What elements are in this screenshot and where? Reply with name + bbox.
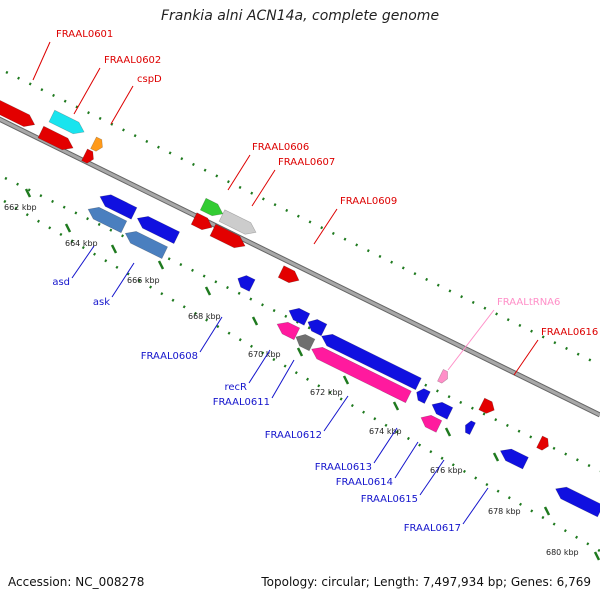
gene-fraal0614[interactable]: [420, 414, 443, 433]
gene-fraal0609[interactable]: [277, 265, 300, 284]
gene-label-fraal0601[interactable]: FRAAL0601: [56, 29, 113, 40]
scale-major-tick: [492, 452, 500, 462]
scale-major-tick: [24, 188, 32, 198]
scale-major-tick: [110, 244, 118, 254]
scale-label: 680 kbp: [546, 548, 579, 557]
gene-label-fraal0614[interactable]: FRAAL0614: [336, 477, 393, 488]
gene-fraal0601-b[interactable]: [37, 125, 74, 151]
scale-label: 672 kbp: [310, 388, 343, 397]
leader-line-fraal0615: [419, 459, 445, 496]
scale-label: 668 kbp: [188, 312, 221, 321]
gene-asd[interactable]: [87, 206, 128, 234]
gene-label-fraaltrna6[interactable]: FRAALtRNA6: [497, 297, 560, 308]
gene-label-cspd[interactable]: cspD: [137, 74, 162, 85]
leader-line-recr: [248, 349, 271, 384]
gene-label-fraal0615[interactable]: FRAAL0615: [361, 494, 418, 505]
gene-fraal0613[interactable]: [321, 333, 422, 391]
scale-major-tick: [593, 551, 600, 561]
leader-line-cspd: [110, 85, 134, 125]
gene-label-fraal0607[interactable]: FRAAL0607: [278, 157, 335, 168]
gene-cspd-b[interactable]: [81, 148, 94, 164]
map-title: Frankia alni ACN14a, complete genome: [160, 8, 440, 24]
leader-line-fraal0609: [313, 208, 338, 245]
scale-major-tick: [342, 375, 350, 385]
scale-major-tick: [64, 223, 72, 233]
scale-label: 676 kbp: [430, 466, 463, 475]
leader-line-asd: [71, 245, 95, 279]
scale-label: 678 kbp: [488, 507, 521, 516]
gene-label-ask[interactable]: ask: [93, 297, 110, 308]
leader-line-fraal0616: [513, 339, 539, 376]
leader-line-fraal0601: [32, 41, 51, 81]
leader-line-fraal0608: [199, 316, 223, 353]
gene-label-fraal0608[interactable]: FRAAL0608: [141, 351, 198, 362]
gene-fraal0607-b[interactable]: [209, 223, 246, 249]
gene-fraaltrna6[interactable]: [437, 368, 448, 384]
gene-cspd[interactable]: [90, 136, 103, 152]
scale-label: 674 kbp: [369, 427, 402, 436]
gene-fraal0616-b[interactable]: [536, 435, 549, 451]
gene-label-fraal0611[interactable]: FRAAL0611: [213, 397, 270, 408]
scale-major-tick: [392, 401, 400, 411]
leader-line-ask: [111, 262, 135, 298]
kbp-scale-track: [3, 199, 600, 553]
gene-recr[interactable]: [276, 321, 301, 341]
scale-major-tick: [543, 506, 551, 516]
gene-label-fraal0606[interactable]: FRAAL0606: [252, 142, 309, 153]
scale-major-tick: [157, 260, 165, 270]
scale-major-tick: [296, 347, 304, 357]
leader-line-fraal0617: [462, 487, 489, 525]
gene-label-fraal0613[interactable]: FRAAL0613: [315, 462, 372, 473]
gene-fraal0616[interactable]: [478, 397, 495, 414]
gene-recr-b[interactable]: [307, 319, 328, 337]
gene-fraal0614-b[interactable]: [416, 388, 431, 404]
leader-line-fraal0602: [73, 67, 101, 115]
leader-line-fraal0612: [323, 395, 349, 432]
gene-fraal0612[interactable]: [311, 346, 412, 404]
gene-fraal0611[interactable]: [295, 334, 316, 352]
gene-label-fraal0612[interactable]: FRAAL0612: [265, 430, 322, 441]
scale-major-tick: [251, 316, 259, 326]
gene-fraal0617[interactable]: [499, 448, 529, 470]
gene-fraal0615-b[interactable]: [465, 420, 476, 436]
gene-recr-a[interactable]: [288, 307, 311, 326]
gene-fraal0615[interactable]: [431, 401, 454, 420]
gene-fraal0601[interactable]: [0, 99, 36, 127]
gene-label-fraal0602[interactable]: FRAAL0602: [104, 55, 161, 66]
gene-label-asd[interactable]: asd: [52, 277, 70, 288]
leader-line-fraal0607: [251, 169, 276, 207]
backbone-line: [0, 116, 600, 418]
gene-fraal0606[interactable]: [199, 197, 224, 217]
gene-label-fraal0609[interactable]: FRAAL0609: [340, 196, 397, 207]
leader-line-fraaltrna6: [447, 309, 495, 371]
gene-label-recr[interactable]: recR: [225, 382, 248, 393]
gene-fraal0617-b[interactable]: [555, 486, 600, 518]
scale-label: 662 kbp: [4, 203, 37, 212]
leader-line-fraal0606: [227, 154, 251, 191]
gene-fraal0607[interactable]: [218, 209, 257, 235]
gene-fraal0608[interactable]: [237, 275, 256, 292]
gene-label-fraal0617[interactable]: FRAAL0617: [404, 523, 461, 534]
scale-label: 670 kbp: [248, 350, 281, 359]
gene-label-fraal0616[interactable]: FRAAL0616: [541, 327, 598, 338]
leader-line-fraal0613: [373, 427, 398, 464]
scale-major-tick: [204, 286, 212, 296]
scale-label: 666 kbp: [127, 276, 160, 285]
gene-ask[interactable]: [124, 231, 169, 260]
leader-line-fraal0614: [394, 441, 419, 479]
topology-text: Topology: circular; Length: 7,497,934 bp…: [261, 575, 591, 589]
scale-major-tick: [444, 427, 452, 437]
gene-fraal0608-b[interactable]: [136, 216, 181, 245]
scale-label: 664 kbp: [65, 239, 98, 248]
accession-text: Accession: NC_008278: [8, 575, 145, 589]
gene-fraal0608-a[interactable]: [99, 194, 138, 220]
gene-fraal0602[interactable]: [48, 109, 85, 135]
leader-line-fraal0611: [271, 359, 295, 399]
gene-fraal0606-b[interactable]: [190, 212, 213, 231]
